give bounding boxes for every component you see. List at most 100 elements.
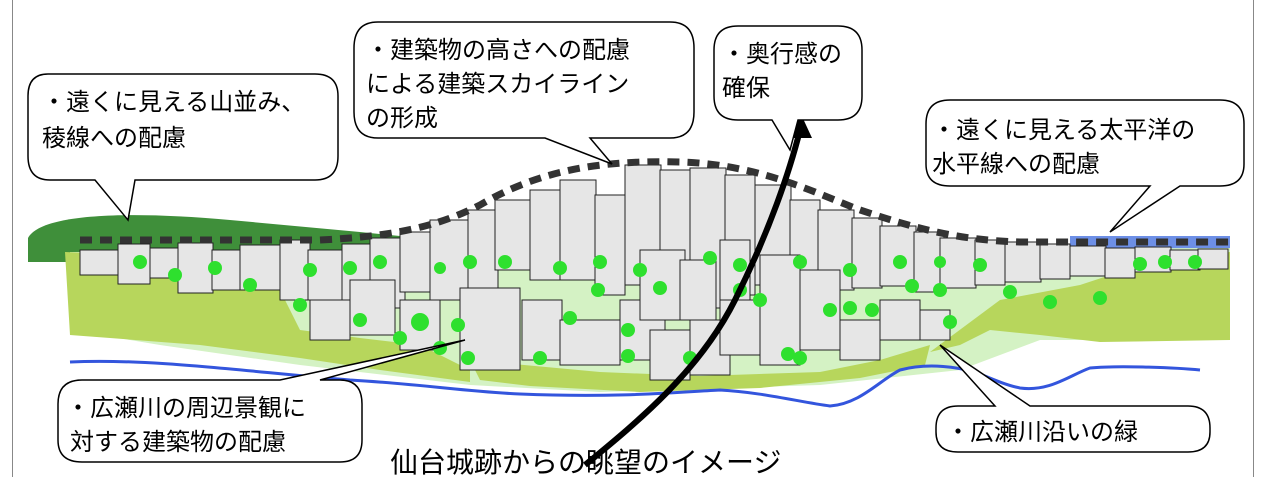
building — [559, 179, 597, 281]
callout-river-green-line1: ・広瀬川沿いの緑 — [946, 418, 1138, 446]
building — [839, 319, 881, 361]
callout-river-view: ・広瀬川の周辺景観に 対する建築物の配慮 — [57, 339, 466, 463]
tree — [593, 255, 607, 269]
callout-river-green-bubble — [935, 344, 1211, 453]
diagram-caption: 仙台城跡からの眺望のイメージ — [390, 446, 781, 477]
tree — [411, 313, 429, 331]
tree — [373, 255, 387, 269]
tree — [461, 351, 475, 365]
callout-mountains-line1: ・遠くに見える山並み、 — [42, 88, 305, 116]
building — [851, 217, 883, 289]
tree — [1188, 255, 1202, 269]
building — [879, 299, 921, 341]
building — [1197, 248, 1229, 270]
callout-river-view-line2: 対する建築物の配慮 — [70, 428, 286, 456]
building — [594, 194, 626, 296]
callout-depth-line2: 確保 — [722, 74, 770, 102]
building — [1069, 245, 1107, 277]
tree — [703, 251, 717, 265]
tree — [865, 303, 879, 317]
tree — [133, 255, 147, 269]
tree — [733, 258, 747, 272]
building — [79, 249, 121, 276]
tree — [303, 263, 317, 277]
tree — [933, 283, 947, 297]
greenery-left — [65, 252, 470, 382]
building — [1004, 241, 1042, 283]
tree — [973, 258, 987, 272]
tree — [293, 298, 307, 312]
building — [719, 299, 761, 356]
trees-group — [133, 251, 1202, 365]
tree — [893, 255, 907, 269]
callout-mountains: ・遠くに見える山並み、 稜線への配慮 — [27, 73, 339, 222]
callout-ocean-line2: 水平線への配慮 — [932, 150, 1100, 178]
tree — [793, 351, 807, 365]
building — [1039, 243, 1071, 280]
tree — [793, 255, 807, 269]
building — [1104, 247, 1136, 279]
building — [399, 231, 431, 293]
tree — [168, 268, 182, 282]
callout-height-line1: ・建築物の高さへの配慮 — [366, 36, 630, 64]
callout-depth-bubble — [713, 25, 863, 152]
callout-ocean: ・遠くに見える太平洋の 水平線への配慮 — [925, 99, 1245, 233]
tree — [393, 331, 407, 345]
callout-height-bubble — [353, 21, 695, 165]
tree — [243, 278, 257, 292]
callout-depth: ・奥行感の 確保 — [713, 25, 863, 152]
building — [177, 242, 214, 294]
tree — [843, 263, 857, 277]
building — [467, 209, 499, 291]
tree — [633, 263, 647, 277]
building — [759, 254, 801, 366]
callout-mountains-line2: 稜線への配慮 — [42, 124, 186, 152]
callout-height: ・建築物の高さへの配慮 による建築スカイライン の形成 — [353, 21, 695, 165]
tree — [823, 303, 837, 317]
callout-ocean-line1: ・遠くに見える太平洋の — [932, 116, 1195, 144]
tree — [753, 293, 767, 307]
diagram-frame — [12, 0, 1254, 477]
callout-height-line3: の形成 — [366, 104, 438, 132]
tree — [591, 283, 605, 297]
tree — [563, 311, 577, 325]
tree — [343, 261, 357, 275]
building — [679, 259, 717, 321]
tree — [498, 255, 512, 269]
callout-mountains-bubble — [27, 73, 339, 222]
tree — [1133, 257, 1147, 271]
tree — [943, 315, 957, 329]
tree — [1158, 255, 1172, 269]
tree — [451, 318, 465, 332]
hirose-river — [69, 359, 1201, 408]
tree — [781, 347, 795, 361]
tree — [905, 279, 919, 293]
tree — [463, 255, 477, 269]
tree — [353, 313, 367, 327]
building — [239, 244, 281, 291]
callout-depth-line1: ・奥行感の — [722, 40, 842, 68]
tree — [208, 261, 222, 275]
tree — [1003, 285, 1017, 299]
callout-height-line2: による建築スカイライン — [366, 70, 629, 98]
tree — [621, 349, 635, 363]
tree — [621, 323, 635, 337]
greenery-riverside — [470, 345, 930, 392]
tree — [843, 301, 857, 315]
callout-river-view-bubble — [57, 339, 466, 463]
tree — [934, 256, 946, 268]
callout-river-green: ・広瀬川沿いの緑 — [935, 344, 1211, 453]
callout-river-view-line1: ・広瀬川の周辺景観に — [66, 394, 306, 422]
building — [939, 237, 977, 289]
tree — [553, 261, 567, 275]
building — [309, 299, 351, 341]
tree — [533, 351, 547, 365]
callout-ocean-bubble — [925, 99, 1245, 233]
view-arrow-line — [583, 129, 803, 468]
skyline-curve — [80, 158, 1230, 246]
building — [559, 319, 621, 366]
tree — [1093, 291, 1107, 305]
greenery-right — [930, 252, 1230, 352]
tree — [434, 262, 446, 274]
